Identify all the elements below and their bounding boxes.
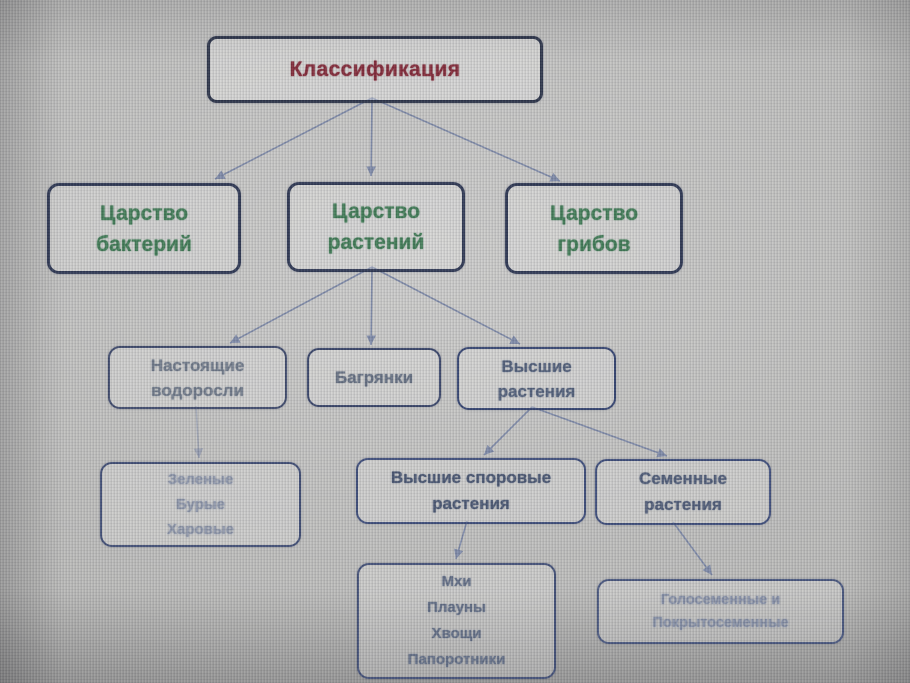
node-spore-groups: Мхи Плауны Хвощи Папоротники (357, 563, 556, 679)
node-kingdom-plants: Царство растений (287, 182, 465, 272)
node-label: Бурые (175, 496, 226, 513)
connector-higher-seedplants (531, 406, 668, 458)
node-higher-spore-plants: Высшие споровые растения (356, 458, 586, 524)
connector-higher-sporeplants (483, 406, 533, 456)
node-kingdom-bacteria: Царство бактерий (47, 183, 241, 274)
node-label: Царство (331, 200, 421, 223)
node-higher-plants: Высшие растения (457, 347, 616, 410)
connector-plants-algae (229, 266, 373, 344)
node-label: Папоротники (407, 651, 506, 668)
node-seed-groups: Голосеменные и Покрытосеменные (597, 579, 844, 644)
node-kingdom-fungi: Царство грибов (505, 183, 683, 274)
connector-root-plants (366, 97, 376, 177)
node-seed-plants: Семенные растения (595, 459, 771, 525)
node-label: Семенные (638, 469, 728, 488)
node-label: Харовые (166, 521, 235, 538)
node-classification: Классификация (207, 36, 543, 103)
connector-root-fungi (371, 97, 561, 182)
node-classification-label: Классификация (289, 57, 461, 81)
connector-seedplants-seedgroups (672, 521, 713, 576)
node-label: растения (497, 381, 576, 401)
connector-plants-higher (371, 266, 521, 345)
node-label: Мхи (441, 573, 472, 590)
connector-algae-algaegroups (193, 405, 204, 459)
node-label: Царство (549, 201, 639, 225)
node-label: Зеленые (167, 471, 234, 488)
node-label: растений (327, 231, 425, 254)
connector-sporeplants-sporegroups (454, 520, 468, 560)
node-red-algae: Багрянки (307, 348, 441, 407)
node-label: Настоящие (150, 355, 245, 375)
connector-root-bacteria (214, 97, 373, 180)
node-label: растения (432, 494, 510, 513)
node-label: Высшие (501, 356, 572, 376)
connector-plants-redalgae (366, 266, 376, 346)
node-label: Хвощи (431, 625, 482, 642)
node-label: Покрытосеменные (652, 614, 789, 631)
node-label: Багрянки (334, 367, 414, 387)
node-label: бактерий (96, 232, 192, 256)
node-label: Плауны (427, 599, 486, 616)
node-label: Высшие споровые (390, 468, 552, 487)
node-true-algae: Настоящие водоросли (108, 346, 287, 409)
node-label: Голосеменные и (660, 591, 781, 608)
node-label: водоросли (151, 380, 244, 400)
node-label: грибов (557, 232, 631, 256)
node-label: Царство (99, 201, 189, 225)
node-label: растения (644, 495, 722, 514)
node-algae-groups: Зеленые Бурые Харовые (100, 462, 301, 547)
